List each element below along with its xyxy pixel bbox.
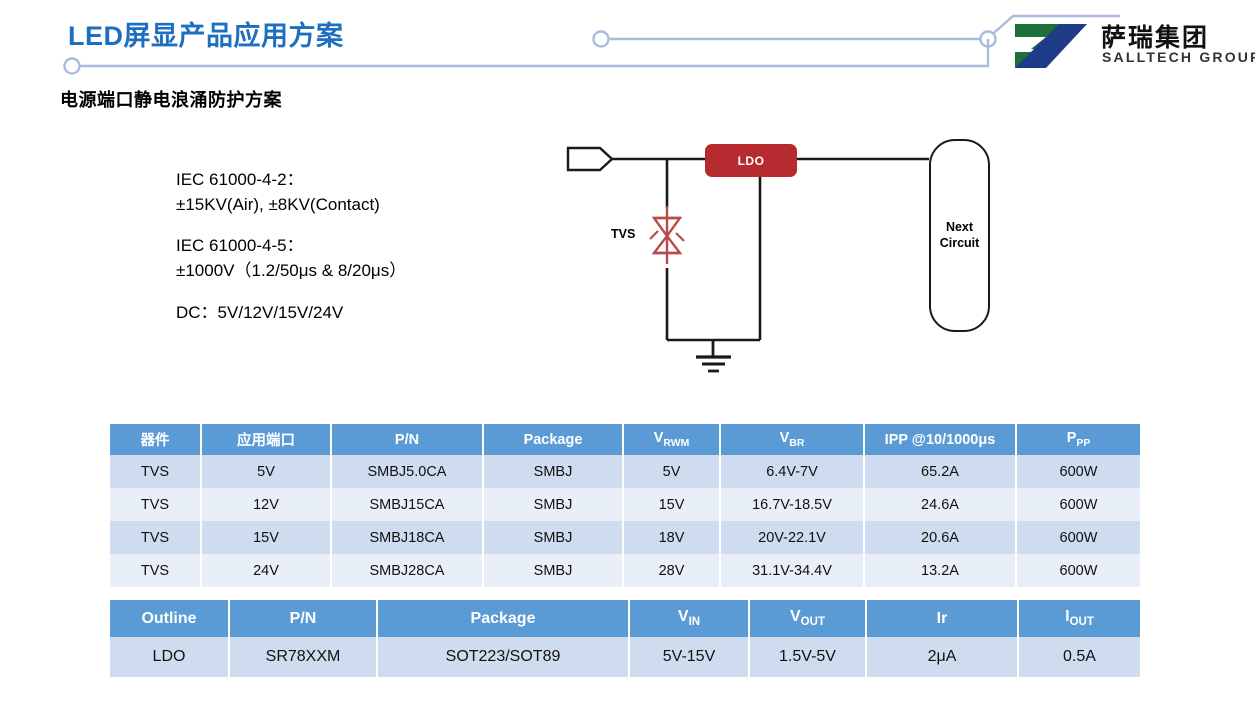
ldo-col-3: VIN [628, 600, 750, 637]
tvs-col-7: PPP [1015, 424, 1142, 455]
rule-node-left [592, 30, 610, 48]
tvs-cell-1-5: 16.7V-18.5V [719, 488, 865, 521]
tvs-cell-2-7: 600W [1015, 521, 1142, 554]
spec-text-block: IEC 61000-4-2： ±15KV(Air), ±8KV(Contact)… [176, 168, 506, 342]
tvs-cell-3-5: 31.1V-34.4V [719, 554, 865, 587]
tvs-cell-2-4: 18V [622, 521, 721, 554]
ldo-col-0: Outline [108, 600, 230, 637]
ldo-col-4: VOUT [748, 600, 867, 637]
tvs-col-5: VBR [719, 424, 865, 455]
spec-group-esd: IEC 61000-4-2： ±15KV(Air), ±8KV(Contact) [176, 168, 506, 217]
ldo-block: LDO [705, 144, 797, 177]
tvs-cell-2-3: SMBJ [482, 521, 624, 554]
rule-node-subtitle [63, 57, 81, 75]
tvs-col-4: VRWM [622, 424, 721, 455]
next-circuit-line2: Circuit [939, 235, 980, 250]
ldo-col-1: P/N [228, 600, 378, 637]
tvs-cell-2-2: SMBJ18CA [330, 521, 484, 554]
tvs-cell-1-7: 600W [1015, 488, 1142, 521]
next-circuit-line1: Next [945, 219, 974, 234]
tvs-cell-3-4: 28V [622, 554, 721, 587]
tvs-cell-2-1: 15V [200, 521, 332, 554]
company-logo: 萨瑞集团 SALLTECH GROUP [1013, 18, 1255, 73]
page-title: LED屏显产品应用方案 [68, 21, 344, 51]
logo-name-cn: 萨瑞集团 [1101, 24, 1210, 52]
tvs-cell-1-2: SMBJ15CA [330, 488, 484, 521]
spec-line: IEC 61000-4-5： [176, 236, 304, 256]
tvs-diode-icon [649, 206, 685, 264]
spec-line: DC：5V/12V/15V/24V [176, 302, 344, 322]
ldo-cell-0-0: LDO [108, 637, 230, 677]
ldo-cell-0-6: 0.5A [1017, 637, 1142, 677]
spec-line: IEC 61000-4-2： [176, 170, 304, 189]
logo-name-en: SALLTECH GROUP [1102, 49, 1255, 65]
tvs-label: TVS [611, 227, 636, 241]
tvs-col-2: P/N [330, 424, 484, 455]
spec-line: ±15KV(Air), ±8KV(Contact) [176, 194, 380, 214]
tvs-cell-0-6: 65.2A [863, 455, 1017, 488]
tvs-cell-0-4: 5V [622, 455, 721, 488]
tvs-cell-3-0: TVS [108, 554, 202, 587]
tvs-col-3: Package [482, 424, 624, 455]
tvs-cell-2-6: 20.6A [863, 521, 1017, 554]
tvs-cell-1-0: TVS [108, 488, 202, 521]
section-subtitle: 电源端口静电浪涌防护方案 [60, 90, 282, 110]
ldo-cell-0-5: 2μA [865, 637, 1019, 677]
tvs-cell-0-1: 5V [200, 455, 332, 488]
tvs-cell-0-5: 6.4V-7V [719, 455, 865, 488]
tvs-cell-3-6: 13.2A [863, 554, 1017, 587]
tvs-cell-1-6: 24.6A [863, 488, 1017, 521]
ldo-cell-0-4: 1.5V-5V [748, 637, 867, 677]
ldo-cell-0-1: SR78XXM [228, 637, 378, 677]
tvs-cell-0-7: 600W [1015, 455, 1142, 488]
input-connector-icon [566, 146, 614, 172]
tvs-cell-0-2: SMBJ5.0CA [330, 455, 484, 488]
tvs-cell-3-7: 600W [1015, 554, 1142, 587]
tvs-col-1: 应用端口 [200, 424, 332, 455]
tvs-cell-3-2: SMBJ28CA [330, 554, 484, 587]
tvs-cell-0-0: TVS [108, 455, 202, 488]
ground-icon [696, 340, 731, 373]
tvs-cell-2-5: 20V-22.1V [719, 521, 865, 554]
tvs-cell-3-3: SMBJ [482, 554, 624, 587]
tvs-cell-1-1: 12V [200, 488, 332, 521]
tvs-cell-3-1: 24V [200, 554, 332, 587]
ldo-col-2: Package [376, 600, 630, 637]
spec-group-dc: DC：5V/12V/15V/24V [176, 301, 506, 326]
tvs-col-0: 器件 [108, 424, 202, 455]
ldo-cell-0-3: 5V-15V [628, 637, 750, 677]
spec-group-surge: IEC 61000-4-5： ±1000V（1.2/50μs & 8/20μs） [176, 234, 506, 283]
tvs-cell-0-3: SMBJ [482, 455, 624, 488]
header-decoration [63, 14, 1120, 75]
next-circuit-label: Next Circuit [940, 220, 980, 251]
tvs-col-6: IPP @10/1000μs [863, 424, 1017, 455]
ldo-cell-0-2: SOT223/SOT89 [376, 637, 630, 677]
ldo-label: LDO [737, 153, 765, 168]
tvs-cell-1-3: SMBJ [482, 488, 624, 521]
spec-line: ±1000V（1.2/50μs & 8/20μs） [176, 260, 407, 280]
tvs-cell-2-0: TVS [108, 521, 202, 554]
ldo-col-6: IOUT [1017, 600, 1142, 637]
next-circuit-block: Next Circuit [929, 139, 990, 332]
tvs-cell-1-4: 15V [622, 488, 721, 521]
ldo-col-5: Ir [865, 600, 1019, 637]
salltech-logo-icon [1015, 24, 1087, 68]
